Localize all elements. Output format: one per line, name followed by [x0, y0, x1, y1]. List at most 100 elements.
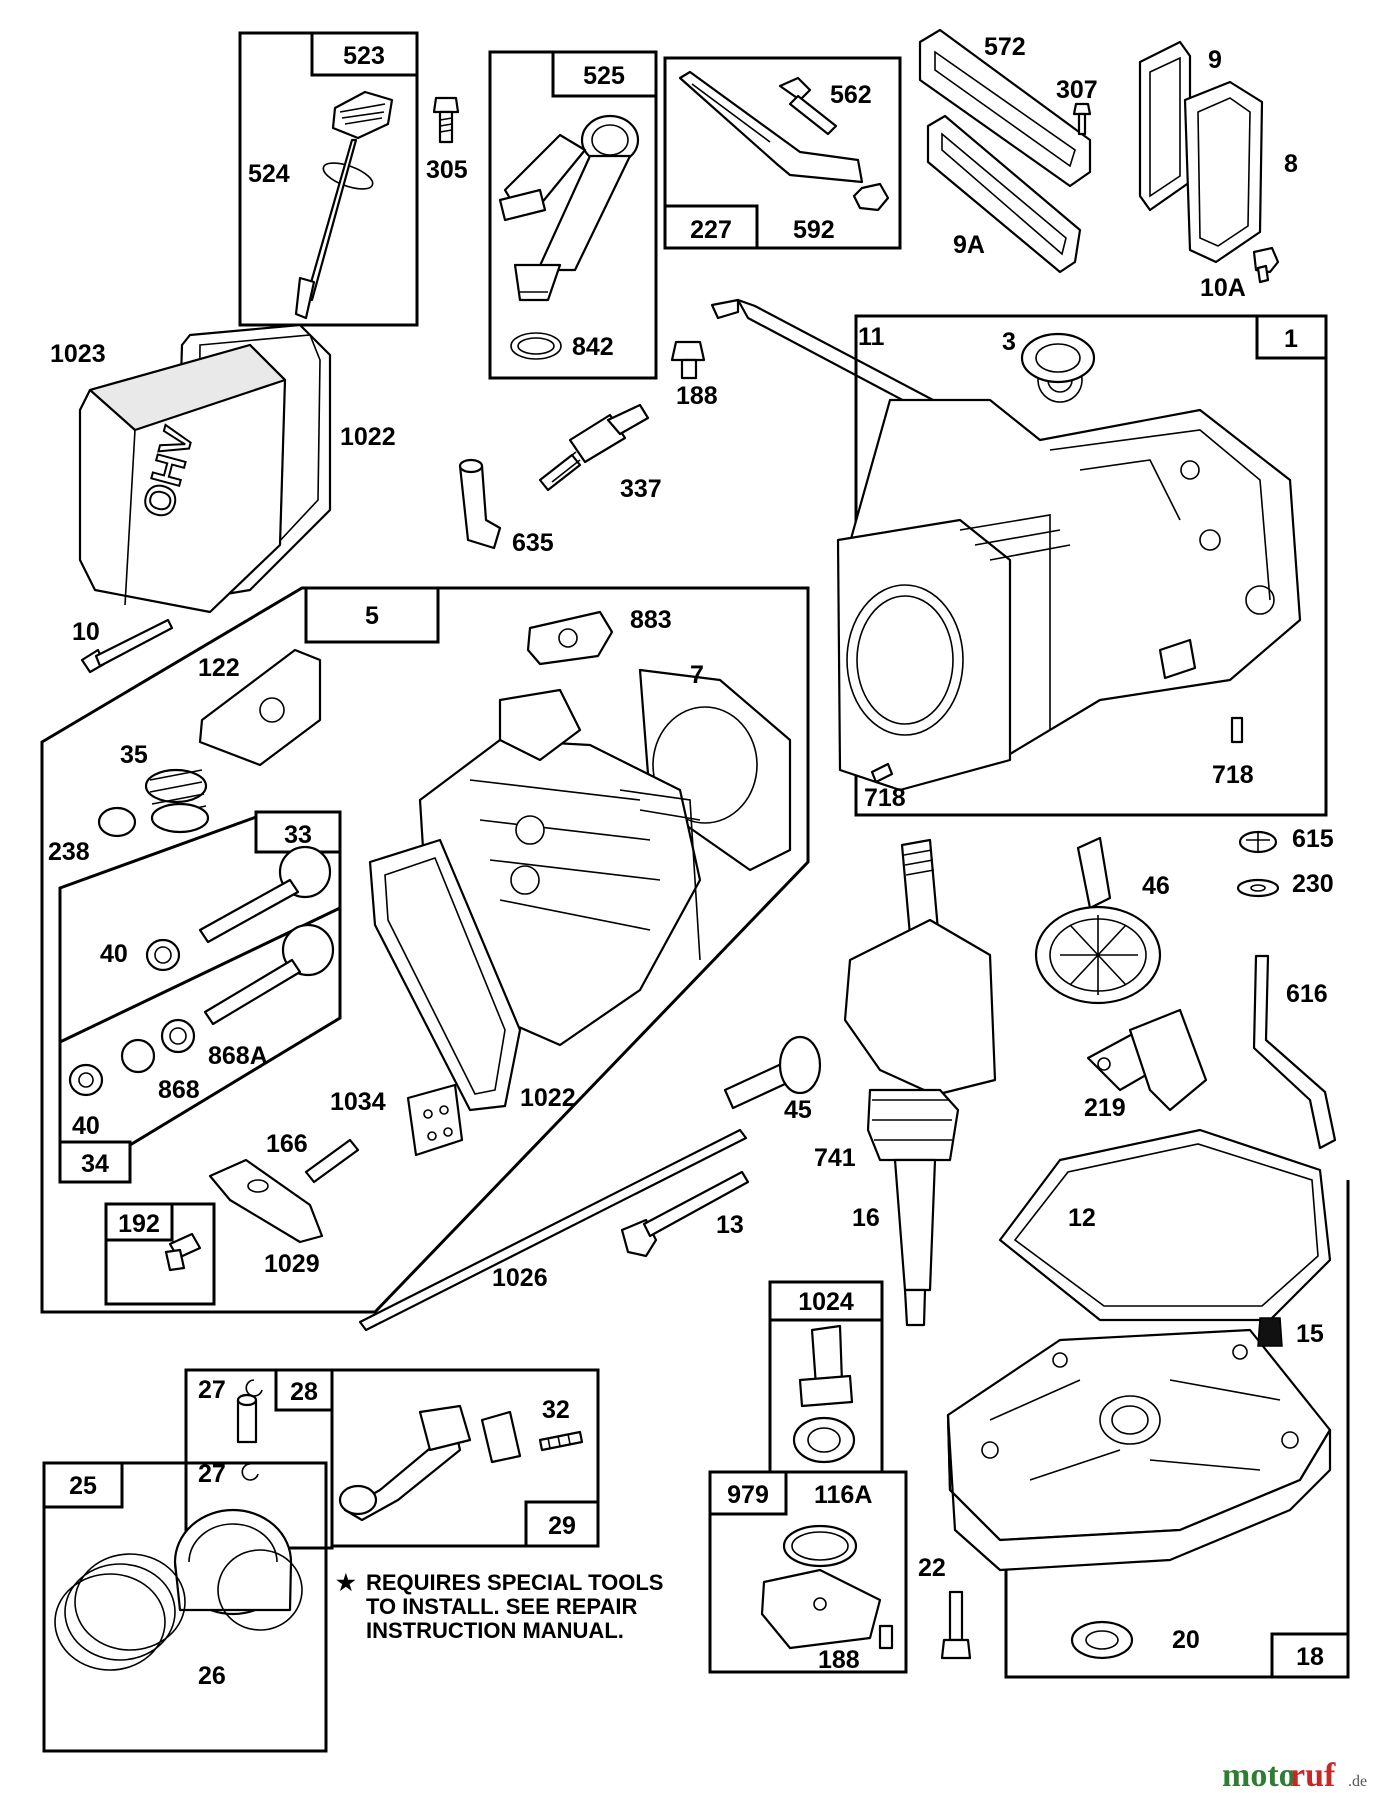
label-40-upper: 40 [100, 940, 128, 968]
piston-rings-26 [54, 1553, 186, 1671]
box-label-33: 33 [284, 821, 312, 849]
pushrod-1026 [358, 1128, 748, 1332]
valve-exhaust [203, 923, 335, 1026]
note-line-1: REQUIRES SPECIAL TOOLS [366, 1570, 663, 1595]
piston-part [173, 1508, 303, 1631]
bolt-13 [620, 1170, 750, 1258]
label-883: 883 [630, 606, 672, 634]
group-33-34: 33 34 [58, 810, 342, 1184]
label-219: 219 [1084, 1094, 1126, 1122]
label-10: 10 [72, 618, 100, 646]
label-635: 635 [512, 529, 554, 557]
label-307: 307 [1056, 76, 1098, 104]
seal-20 [1070, 1620, 1134, 1660]
connecting-rod [338, 1404, 522, 1522]
box-label-979: 979 [727, 1481, 769, 1509]
label-27-top: 27 [198, 1376, 226, 1404]
box-label-525: 525 [583, 62, 625, 90]
dipstick-part [294, 90, 394, 320]
label-40-lower: 40 [72, 1112, 100, 1140]
label-188-top: 188 [676, 382, 718, 410]
box-label-29: 29 [548, 1512, 576, 1540]
box-label-34: 34 [81, 1150, 109, 1178]
group-1: 1 3 718 718 [836, 314, 1328, 817]
watermark-part-1: moto [1222, 1757, 1296, 1794]
plate-1034 [406, 1083, 464, 1157]
bolt-10 [80, 618, 174, 674]
camshaft-46 [1034, 836, 1162, 1005]
label-616: 616 [1286, 980, 1328, 1008]
label-868: 868 [158, 1076, 200, 1104]
spark-plug-337 [538, 403, 650, 492]
group-525: 525 842 [488, 50, 658, 380]
box-label-18: 18 [1296, 1643, 1324, 1671]
label-524: 524 [248, 160, 290, 188]
label-1029: 1029 [264, 1250, 320, 1278]
label-11: 11 [858, 323, 885, 351]
label-592: 592 [793, 216, 835, 244]
label-35: 35 [120, 741, 148, 769]
group-227: 227 562 592 [663, 56, 902, 250]
crankshaft-16 [843, 838, 997, 1327]
label-718-left: 718 [864, 784, 906, 812]
label-8: 8 [1284, 150, 1298, 178]
spring-35 [144, 768, 210, 834]
gasket-883 [526, 610, 614, 666]
special-tools-note: ★ REQUIRES SPECIAL TOOLS TO INSTALL. SEE… [336, 1570, 663, 1643]
label-16: 16 [852, 1204, 880, 1232]
label-562: 562 [830, 81, 872, 109]
valve-intake [198, 845, 332, 944]
gasket-12 [998, 1128, 1332, 1322]
group-523: 523 524 [238, 31, 419, 327]
box-label-523: 523 [343, 42, 385, 70]
label-20: 20 [1172, 1626, 1200, 1654]
box-label-192: 192 [118, 1210, 160, 1238]
plate-122 [198, 648, 322, 767]
label-3: 3 [1002, 328, 1016, 356]
label-1023: 1023 [50, 340, 106, 368]
label-741: 741 [814, 1144, 856, 1172]
box-label-1: 1 [1284, 325, 1298, 353]
label-9: 9 [1208, 46, 1222, 74]
lever-616 [1252, 954, 1337, 1150]
group-979: 979 [708, 1470, 908, 1674]
gasket-572 [918, 28, 1092, 274]
group-29: 29 [330, 1368, 600, 1548]
group-1024: 1024 [768, 1280, 884, 1474]
label-305: 305 [426, 156, 468, 184]
gasket-1022-lower [368, 838, 522, 1112]
group-5: 5 122 883 7 35 238 33 [40, 586, 810, 1314]
bracket-part [678, 70, 890, 212]
label-188-bottom: 188 [818, 1646, 860, 1674]
note-line-3: INSTRUCTION MANUAL. [366, 1618, 624, 1643]
label-12: 12 [1068, 1204, 1096, 1232]
label-10A: 10A [1200, 274, 1246, 302]
box-label-5: 5 [365, 602, 379, 630]
label-868A: 868A [208, 1042, 268, 1070]
breather-parts [1138, 40, 1280, 284]
bolt-188-top [670, 340, 706, 380]
label-15: 15 [1296, 1320, 1324, 1348]
label-842: 842 [572, 333, 614, 361]
washer-615 [1238, 830, 1278, 854]
note-line-2: TO INSTALL. SEE REPAIR [366, 1594, 637, 1619]
label-337: 337 [620, 475, 662, 503]
label-9A: 9A [953, 231, 985, 259]
note-star: ★ [336, 1570, 356, 1595]
watermark-logo: moto ruf .de [1222, 1757, 1367, 1794]
cylinder-block-part [836, 357, 1302, 792]
label-572: 572 [984, 33, 1026, 61]
governor-219 [1086, 1008, 1208, 1112]
label-1034: 1034 [330, 1088, 386, 1116]
label-27-bottom: 27 [198, 1460, 226, 1488]
cap-238 [97, 806, 137, 838]
group-25: 25 [42, 1461, 328, 1753]
label-1026: 1026 [492, 1264, 548, 1292]
label-238: 238 [48, 838, 90, 866]
stud-166 [304, 1138, 360, 1184]
tappet-45 [723, 1035, 822, 1110]
box-label-25: 25 [69, 1472, 97, 1500]
plug-15 [1257, 1317, 1283, 1347]
label-45: 45 [784, 1096, 812, 1124]
